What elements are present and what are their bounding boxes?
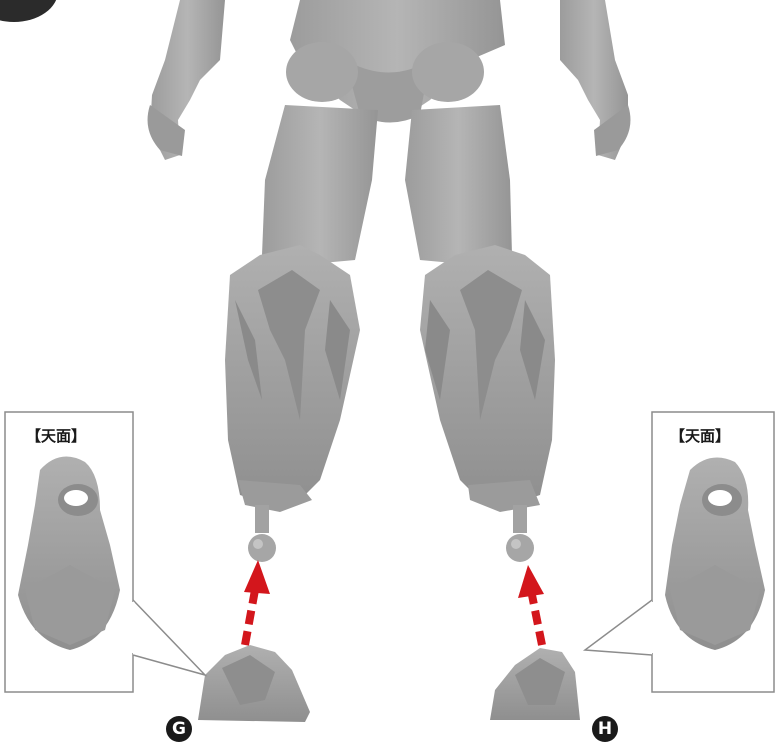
right-callout bbox=[585, 412, 774, 692]
part-label-g: G bbox=[166, 716, 192, 742]
left-arm bbox=[148, 0, 225, 160]
right-arm bbox=[560, 0, 630, 160]
left-callout bbox=[5, 412, 205, 692]
arrow-up-icon bbox=[244, 560, 270, 645]
right-shin-armor bbox=[420, 245, 555, 562]
arrow-up-icon bbox=[518, 565, 544, 645]
left-shin-armor bbox=[225, 245, 360, 562]
part-label-h: H bbox=[592, 716, 618, 742]
right-callout-title: 【天面】 bbox=[670, 425, 730, 446]
torso bbox=[286, 0, 505, 123]
foot-part-g bbox=[198, 645, 310, 722]
right-thigh bbox=[405, 105, 512, 265]
left-callout-title: 【天面】 bbox=[26, 425, 86, 446]
left-thigh bbox=[262, 105, 378, 265]
foot-part-h bbox=[490, 648, 580, 720]
